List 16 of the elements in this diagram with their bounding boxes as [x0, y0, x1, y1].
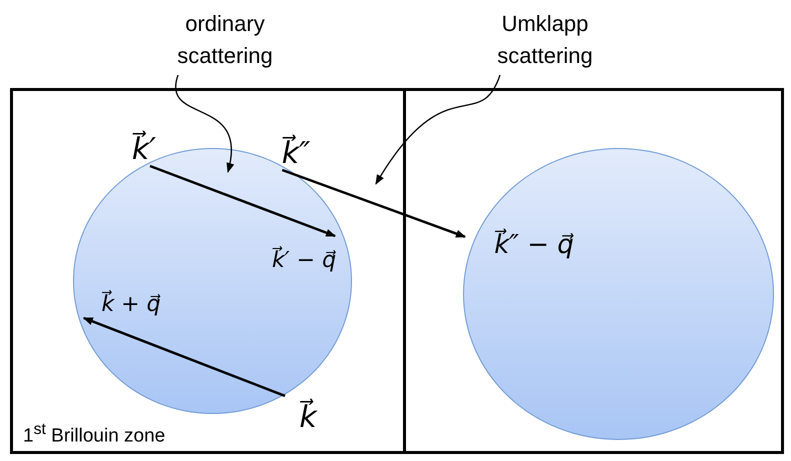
vector-label: k⃗′ — [123, 129, 165, 169]
vector-label: k⃗″ — [269, 133, 323, 173]
zone-box — [10, 88, 406, 454]
vector-label: k⃗″ − q⃗ — [469, 224, 599, 266]
zone-box — [403, 88, 784, 454]
leader-line — [375, 74, 501, 185]
zone-label: 1$^{st}$ Brillouin zone — [23, 420, 166, 447]
annotation-text: Umklapp scattering — [470, 5, 620, 75]
vector-label: k⃗ — [288, 395, 328, 439]
scattering-arrow — [82, 316, 286, 398]
scattering-arrow — [282, 168, 466, 238]
vector-label: k⃗′ − q⃗ — [254, 240, 354, 280]
leader-line — [175, 74, 234, 173]
scattering-arrow — [150, 164, 336, 238]
vector-label: k⃗ + q⃗ — [86, 286, 176, 322]
annotation-text: ordinary scattering — [150, 5, 300, 75]
